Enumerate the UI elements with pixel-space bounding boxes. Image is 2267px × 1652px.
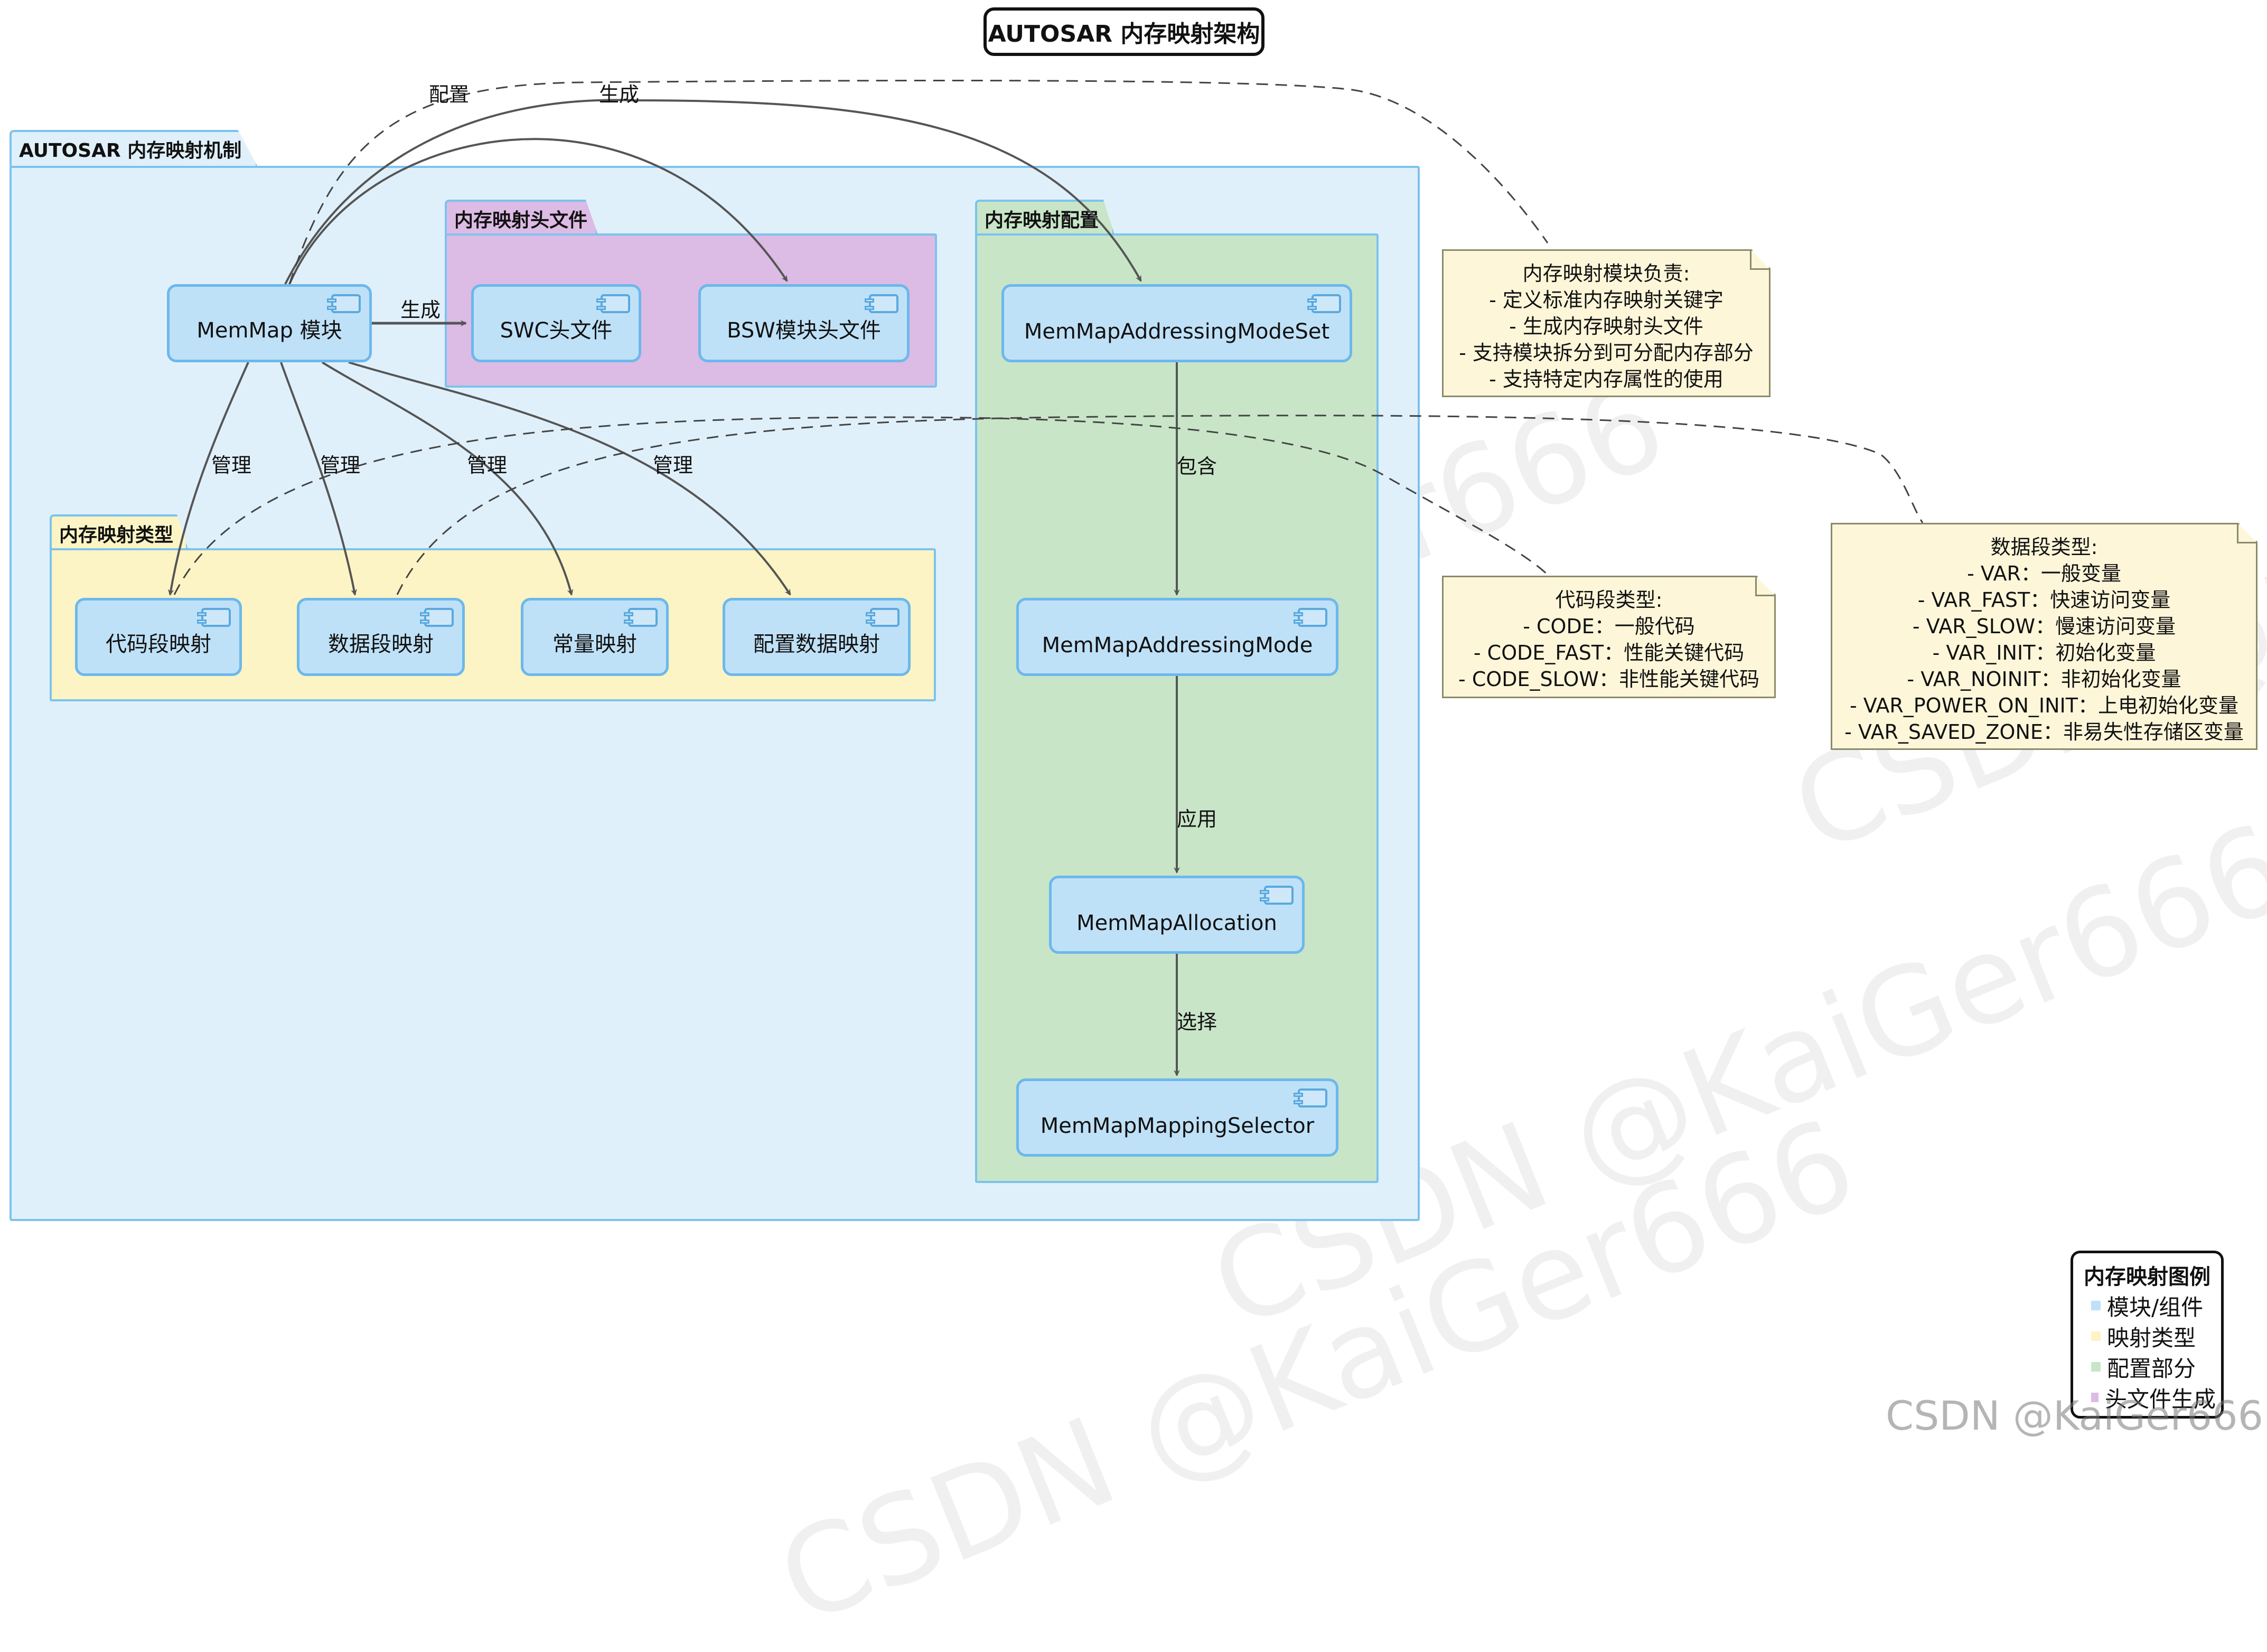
edge-label-manage: 管理 xyxy=(653,454,694,477)
note-link-code xyxy=(173,416,1550,595)
edge-memmap-const xyxy=(321,361,574,596)
note-line: - 支持特定内存属性的使用 xyxy=(1489,368,1723,391)
legend-label: 头文件生成 xyxy=(2104,1386,2216,1412)
addressing-mode-set-node[interactable]: MemMapAddressingModeSet xyxy=(1001,284,1352,362)
component-icon xyxy=(865,294,898,313)
connectors xyxy=(167,80,1924,1076)
note-line: - VAR_FAST：快速访问变量 xyxy=(1917,588,2171,612)
package-tab-config: 内存映射配置 xyxy=(975,200,1114,234)
node-label: 代码段映射 xyxy=(106,632,211,656)
edge-label-select: 选择 xyxy=(1177,1010,1217,1034)
edge-label-contains: 包含 xyxy=(1177,455,1217,478)
note-line: - 支持模块拆分到可分配内存部分 xyxy=(1459,341,1754,364)
memmap-module-node[interactable]: MemMap 模块 xyxy=(167,284,372,362)
note-line: - VAR_NOINIT：非初始化变量 xyxy=(1907,668,2181,691)
edge-memmap-code xyxy=(167,362,249,596)
component-icon xyxy=(866,608,900,627)
bsw-header-node[interactable]: BSW模块头文件 xyxy=(698,284,910,362)
package-tab-header-files: 内存映射头文件 xyxy=(445,200,598,234)
legend-item: 头文件生成 xyxy=(2078,1382,2216,1413)
edge-label-manage: 管理 xyxy=(320,454,361,477)
node-label: 配置数据映射 xyxy=(753,632,880,656)
swc-header-node[interactable]: SWC头文件 xyxy=(471,284,641,362)
note-line: 数据段类型: xyxy=(1990,536,2098,559)
legend-label: 模块/组件 xyxy=(2107,1294,2204,1320)
edge-memmap-cfgdata xyxy=(348,361,791,596)
edge-label-manage: 管理 xyxy=(467,454,508,477)
edge-label-config: 配置 xyxy=(429,83,470,106)
legend-label: 映射类型 xyxy=(2107,1325,2196,1351)
node-label: 常量映射 xyxy=(552,632,637,656)
component-icon xyxy=(1294,608,1327,627)
allocation-node[interactable]: MemMapAllocation xyxy=(1049,876,1305,954)
note-line: - VAR_SLOW：慢速访问变量 xyxy=(1912,615,2176,638)
note-data-section-types: 数据段类型: - VAR：一般变量 - VAR_FAST：快速访问变量 - VA… xyxy=(1831,523,2257,750)
addressing-mode-node[interactable]: MemMapAddressingMode xyxy=(1016,598,1338,676)
data-section-mapping-node[interactable]: 数据段映射 xyxy=(297,598,465,676)
edge-label-apply: 应用 xyxy=(1177,808,1217,831)
legend-swatch xyxy=(2091,1393,2099,1402)
component-icon xyxy=(327,294,361,313)
component-icon xyxy=(197,608,231,627)
component-icon xyxy=(420,608,454,627)
note-line: 代码段类型: xyxy=(1555,588,1663,612)
legend: 内存映射图例 模块/组件 映射类型 配置部分 头文件生成 xyxy=(2071,1251,2224,1419)
component-icon xyxy=(1260,886,1294,905)
note-line: - VAR_SAVED_ZONE：非易失性存储区变量 xyxy=(1844,720,2244,744)
note-line: - VAR_POWER_ON_INIT：上电初始化变量 xyxy=(1850,694,2238,717)
constant-mapping-node[interactable]: 常量映射 xyxy=(521,598,669,676)
legend-item: 模块/组件 xyxy=(2078,1290,2216,1321)
mapping-selector-node[interactable]: MemMapMappingSelector xyxy=(1016,1078,1338,1157)
note-line: - 定义标准内存映射关键字 xyxy=(1489,288,1723,312)
node-label: MemMapAddressingModeSet xyxy=(1024,320,1330,344)
node-label: BSW模块头文件 xyxy=(727,318,881,343)
legend-label: 配置部分 xyxy=(2107,1355,2196,1382)
note-code-section-types: 代码段类型: - CODE：一般代码 - CODE_FAST：性能关键代码 - … xyxy=(1442,576,1776,698)
edge-memmap-data xyxy=(280,362,357,596)
note-link-data xyxy=(396,415,1924,595)
note-link-module xyxy=(288,80,1549,285)
diagram-title: AUTOSAR 内存映射架构 xyxy=(983,7,1264,56)
note-line: - VAR：一般变量 xyxy=(1967,562,2121,585)
code-section-mapping-node[interactable]: 代码段映射 xyxy=(75,598,242,676)
edge-label-generate-top: 生成 xyxy=(599,83,640,106)
note-line: - CODE：一般代码 xyxy=(1523,615,1695,638)
note-line: - VAR_INIT：初始化变量 xyxy=(1932,641,2156,664)
legend-swatch xyxy=(2091,1362,2101,1372)
node-label: MemMapMappingSelector xyxy=(1040,1114,1315,1138)
legend-item: 配置部分 xyxy=(2078,1351,2216,1382)
edge-label-generate: 生成 xyxy=(400,298,441,322)
node-label: SWC头文件 xyxy=(500,318,613,343)
edge-label-manage: 管理 xyxy=(211,454,252,477)
component-icon xyxy=(1307,294,1341,313)
component-icon xyxy=(1294,1088,1327,1107)
node-label: 数据段映射 xyxy=(328,632,434,656)
footer-watermark: CSDN @KaiGer666 xyxy=(1886,1392,2263,1439)
legend-title: 内存映射图例 xyxy=(2084,1265,2210,1289)
note-line: - 生成内存映射头文件 xyxy=(1509,315,1703,338)
config-data-mapping-node[interactable]: 配置数据映射 xyxy=(723,598,911,676)
node-label: MemMapAllocation xyxy=(1076,911,1277,935)
legend-swatch xyxy=(2091,1301,2101,1310)
package-tab-outer: AUTOSAR 内存映射机制 xyxy=(10,130,258,167)
edge-memmap-modeset xyxy=(284,99,1142,285)
note-line: - CODE_SLOW：非性能关键代码 xyxy=(1458,668,1759,691)
edge-memmap-bsw xyxy=(288,138,788,285)
legend-item: 映射类型 xyxy=(2078,1321,2216,1351)
node-label: MemMapAddressingMode xyxy=(1042,633,1313,658)
note-line: 内存映射模块负责: xyxy=(1522,262,1690,285)
node-label: MemMap 模块 xyxy=(196,318,342,343)
component-icon xyxy=(596,294,630,313)
component-icon xyxy=(624,608,658,627)
note-module-responsibilities: 内存映射模块负责: - 定义标准内存映射关键字 - 生成内存映射头文件 - 支持… xyxy=(1442,249,1770,397)
note-line: - CODE_FAST：性能关键代码 xyxy=(1473,641,1745,664)
legend-swatch xyxy=(2091,1331,2101,1341)
